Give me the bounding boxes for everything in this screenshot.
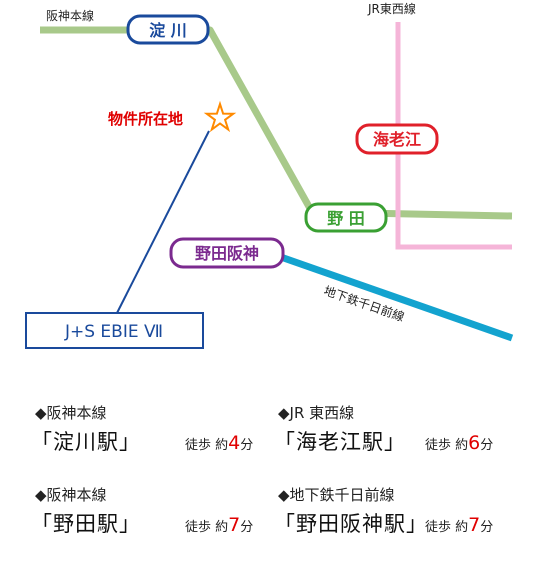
- station-ebie: 海老江: [355, 123, 439, 155]
- walk-prefix: 徒歩 約: [425, 520, 469, 535]
- station-ebie-label: 海老江: [373, 130, 421, 149]
- hanshin-line: [40, 26, 513, 220]
- access-noda: ◆阪神本線 「野田駅」 徒歩 約7分: [31, 484, 275, 544]
- walk-unit: 分: [480, 520, 494, 535]
- route-map: 阪神本線 JR東西線 地下鉄千日前線 淀 川 海老江 野 田 野田阪神 物件所在…: [25, 1, 514, 349]
- building-name: J+S EBIE Ⅶ: [64, 322, 163, 342]
- walk-unit: 分: [240, 520, 254, 535]
- star-icon: [203, 100, 237, 133]
- walk-minutes: 4: [228, 432, 241, 454]
- property-pointer-line: [116, 130, 210, 314]
- access-walk-time: 徒歩 約7分: [185, 514, 253, 536]
- access-station-name: 「野田駅」: [31, 512, 141, 536]
- access-walk-time: 徒歩 約4分: [185, 432, 253, 454]
- station-nodahanshin: 野田阪神: [169, 237, 285, 269]
- hanshin-line-label: 阪神本線: [46, 8, 94, 23]
- walk-unit: 分: [480, 438, 494, 453]
- walk-unit: 分: [240, 438, 254, 453]
- walk-prefix: 徒歩 約: [185, 438, 229, 453]
- access-walk-time: 徒歩 約6分: [425, 432, 493, 454]
- walk-minutes: 6: [468, 432, 481, 454]
- access-line-name: ◆地下鉄千日前線: [278, 486, 395, 504]
- station-nodahanshin-label: 野田阪神: [195, 244, 259, 263]
- access-line-name: ◆阪神本線: [35, 404, 107, 422]
- jr-line-label: JR東西線: [367, 1, 416, 16]
- station-noda: 野 田: [304, 202, 388, 233]
- access-walk-time: 徒歩 約7分: [425, 514, 493, 536]
- walk-prefix: 徒歩 約: [185, 520, 229, 535]
- station-noda-label: 野 田: [327, 209, 365, 228]
- access-yodogawa: ◆阪神本線 「淀川駅」 徒歩 約4分: [31, 402, 275, 462]
- station-yodogawa-label: 淀 川: [149, 21, 187, 40]
- access-nodahanshin: ◆地下鉄千日前線 「野田阪神駅」 徒歩 約7分: [274, 484, 528, 544]
- access-ebie: ◆JR 東西線 「海老江駅」 徒歩 約6分: [274, 402, 528, 462]
- access-station-name: 「淀川駅」: [31, 430, 141, 454]
- subway-sennichimae-line: [273, 251, 514, 342]
- building-label-box: J+S EBIE Ⅶ: [25, 312, 204, 349]
- access-station-name: 「海老江駅」: [274, 430, 406, 454]
- access-station-name: 「野田阪神駅」: [274, 512, 428, 536]
- jr-tozai-line: [395, 22, 512, 250]
- property-location-label: 物件所在地: [108, 110, 183, 128]
- walk-prefix: 徒歩 約: [425, 438, 469, 453]
- walk-minutes: 7: [468, 514, 481, 536]
- access-line-name: ◆JR 東西線: [278, 404, 355, 422]
- walk-minutes: 7: [228, 514, 241, 536]
- access-line-name: ◆阪神本線: [35, 486, 107, 504]
- station-yodogawa: 淀 川: [126, 14, 210, 45]
